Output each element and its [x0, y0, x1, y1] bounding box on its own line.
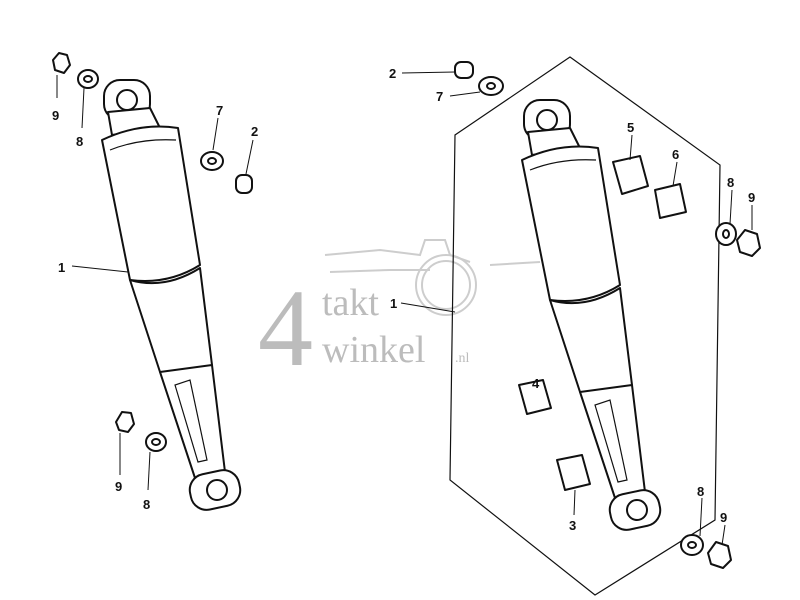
small-parts-left: [52, 52, 253, 452]
callout-4: 4: [532, 376, 540, 391]
callout-3: 3: [569, 518, 576, 533]
callout-5: 5: [627, 120, 634, 135]
callout-2: 2: [389, 66, 396, 81]
callout-1: 1: [58, 260, 65, 275]
cap-nut-icon: [52, 52, 71, 74]
watermark-suffix: .nl: [455, 351, 470, 366]
callout-7: 7: [216, 103, 223, 118]
callout-8: 8: [143, 497, 150, 512]
watermark-text-2: winkel: [322, 329, 425, 371]
callout-1: 1: [390, 296, 397, 311]
callout-2: 2: [251, 124, 258, 139]
callout-9: 9: [52, 108, 59, 123]
watermark-text-1: takt: [322, 282, 379, 324]
callout-9: 9: [720, 510, 727, 525]
watermark-digit: 4: [258, 267, 313, 389]
callout-8: 8: [727, 175, 734, 190]
small-parts-right: [454, 61, 761, 569]
callout-8: 8: [697, 484, 704, 499]
callout-9: 9: [115, 479, 122, 494]
shock-absorber-left: [101, 79, 245, 514]
callout-7: 7: [436, 89, 443, 104]
callout-numbers: 9 8 7 2 1 9 8 2 7 5 6 8 9 1 4 3 8 9: [52, 66, 755, 533]
leader-lines: [56, 71, 753, 546]
callout-9: 9: [748, 190, 755, 205]
callout-8: 8: [76, 134, 83, 149]
watermark-logo: 4 takt winkel .nl: [258, 239, 541, 389]
callout-6: 6: [672, 147, 679, 162]
kit-outline: [449, 56, 721, 596]
